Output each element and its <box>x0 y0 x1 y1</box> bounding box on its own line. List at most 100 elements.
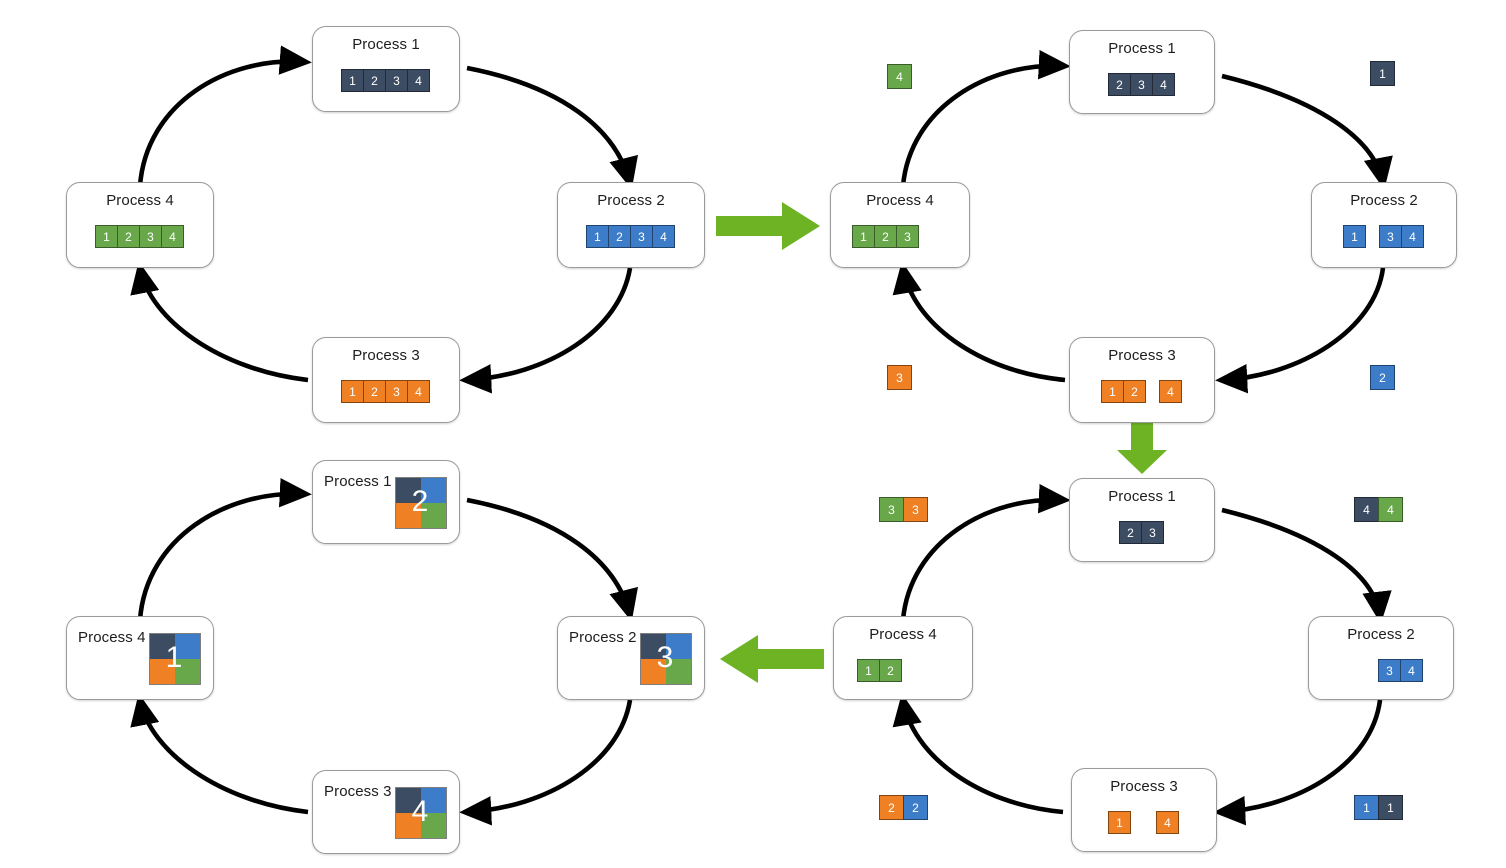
tile: 4 <box>161 225 184 248</box>
quad-cell-green <box>666 659 691 684</box>
br-loose-pair-blue1-navy1[interactable]: 1 1 <box>1354 795 1403 820</box>
tile: 2 <box>1370 365 1395 390</box>
quad-cell-green <box>421 813 446 838</box>
tr-process-4-label: Process 4 <box>866 192 934 209</box>
quad-cell-blue <box>421 788 446 813</box>
tile: 3 <box>385 69 408 92</box>
tr-process-3-tiles: 1 2 4 <box>1070 380 1214 403</box>
tile: 1 <box>1108 811 1131 834</box>
quad-number: 1 <box>165 641 183 674</box>
arrow-topleft-to-topright <box>716 202 820 250</box>
tr-process-1-node[interactable]: Process 1 2 3 4 <box>1069 30 1215 114</box>
tile: 1 <box>1101 380 1124 403</box>
br-loose-pair-orange2-blue2[interactable]: 2 2 <box>879 795 928 820</box>
tl-process-4-tiles: 1 2 3 4 <box>67 225 213 248</box>
tr-process-1-tiles: 2 3 4 <box>1070 73 1214 96</box>
br-process-1-node[interactable]: Process 1 2 3 <box>1069 478 1215 562</box>
br-loose-pair-navy4-green4[interactable]: 4 4 <box>1354 497 1403 522</box>
quad-block <box>395 787 447 839</box>
tile: 2 <box>1123 380 1146 403</box>
tile: 2 <box>117 225 140 248</box>
tile-gap <box>1146 380 1160 403</box>
br-process-4-tiles: 1 2 <box>834 659 972 682</box>
tile-gap <box>1131 811 1157 834</box>
tile: 2 <box>608 225 631 248</box>
bl-process-4-node[interactable]: Process 4 1 <box>66 616 214 700</box>
bl-process-3-node[interactable]: Process 3 4 <box>312 770 460 854</box>
quad-block <box>149 633 201 685</box>
tile: 4 <box>1159 380 1182 403</box>
tile: 4 <box>407 69 430 92</box>
quad-block <box>395 477 447 529</box>
bl-process-4-label: Process 4 <box>78 629 146 646</box>
bl-process-2-node[interactable]: Process 2 3 <box>557 616 705 700</box>
tl-process-1-tiles: 1 2 3 4 <box>313 69 459 92</box>
tl-process-1-node[interactable]: Process 1 1 2 3 4 <box>312 26 460 112</box>
bl-process-1-label: Process 1 <box>324 473 392 490</box>
tr-process-3-label: Process 3 <box>1108 347 1176 364</box>
quad-cell-blue <box>175 634 200 659</box>
tr-process-2-label: Process 2 <box>1350 192 1418 209</box>
quad-cell-green <box>421 503 446 528</box>
tile: 3 <box>385 380 408 403</box>
bl-process-2-label: Process 2 <box>569 629 637 646</box>
tr-process-3-node[interactable]: Process 3 1 2 4 <box>1069 337 1215 423</box>
tr-loose-tile-blue-2[interactable]: 2 <box>1370 365 1395 390</box>
tile: 1 <box>1370 61 1395 86</box>
arrow-bottomright-to-bottomleft <box>720 635 824 683</box>
tile: 4 <box>1354 497 1379 522</box>
quad-cell-orange <box>150 659 175 684</box>
tile: 4 <box>1156 811 1179 834</box>
tile: 2 <box>879 795 904 820</box>
quad-block <box>640 633 692 685</box>
tile: 4 <box>1378 497 1403 522</box>
tile: 3 <box>1379 225 1402 248</box>
tl-process-3-node[interactable]: Process 3 1 2 3 4 <box>312 337 460 423</box>
tile: 2 <box>363 380 386 403</box>
br-process-4-node[interactable]: Process 4 1 2 <box>833 616 973 700</box>
tl-process-2-node[interactable]: Process 2 1 2 3 4 <box>557 182 705 268</box>
bl-process-3-label: Process 3 <box>324 783 392 800</box>
br-process-2-node[interactable]: Process 2 3 4 <box>1308 616 1454 700</box>
tl-process-4-label: Process 4 <box>106 192 174 209</box>
tile: 3 <box>1378 659 1401 682</box>
tile: 1 <box>586 225 609 248</box>
tr-process-4-tiles: 1 2 3 <box>831 225 969 248</box>
br-process-3-tiles: 1 4 <box>1072 811 1216 834</box>
tr-process-2-tiles: 1 3 4 <box>1312 225 1456 248</box>
quad-cell-blue <box>666 634 691 659</box>
tile: 1 <box>1354 795 1379 820</box>
quad-cell-orange <box>396 503 421 528</box>
tile: 1 <box>95 225 118 248</box>
bl-process-1-node[interactable]: Process 1 2 <box>312 460 460 544</box>
tile: 3 <box>1130 73 1153 96</box>
quad-cell-navy <box>396 478 421 503</box>
arrow-topright-to-bottomright <box>1117 414 1167 474</box>
quad-cell-orange <box>641 659 666 684</box>
tile: 4 <box>1400 659 1423 682</box>
tl-process-3-label: Process 3 <box>352 347 420 364</box>
br-process-3-node[interactable]: Process 3 1 4 <box>1071 768 1217 852</box>
tr-process-4-node[interactable]: Process 4 1 2 3 <box>830 182 970 268</box>
tile: 4 <box>1152 73 1175 96</box>
quad-cell-orange <box>396 813 421 838</box>
tr-process-2-node[interactable]: Process 2 1 3 4 <box>1311 182 1457 268</box>
tile: 2 <box>1119 521 1142 544</box>
tile: 2 <box>1108 73 1131 96</box>
br-process-1-tiles: 2 3 <box>1070 521 1214 544</box>
tr-process-1-label: Process 1 <box>1108 40 1176 57</box>
tile: 1 <box>341 69 364 92</box>
tr-loose-tile-navy-1[interactable]: 1 <box>1370 61 1395 86</box>
quad-cell-blue <box>421 478 446 503</box>
tile: 1 <box>852 225 875 248</box>
br-process-4-label: Process 4 <box>869 626 937 643</box>
br-process-2-label: Process 2 <box>1347 626 1415 643</box>
tr-loose-tile-green-4[interactable]: 4 <box>887 64 912 89</box>
tile: 3 <box>887 365 912 390</box>
quad-cell-green <box>175 659 200 684</box>
tr-loose-tile-orange-3[interactable]: 3 <box>887 365 912 390</box>
br-loose-pair-green3-orange3[interactable]: 3 3 <box>879 497 928 522</box>
tl-process-4-node[interactable]: Process 4 1 2 3 4 <box>66 182 214 268</box>
tile: 3 <box>1141 521 1164 544</box>
